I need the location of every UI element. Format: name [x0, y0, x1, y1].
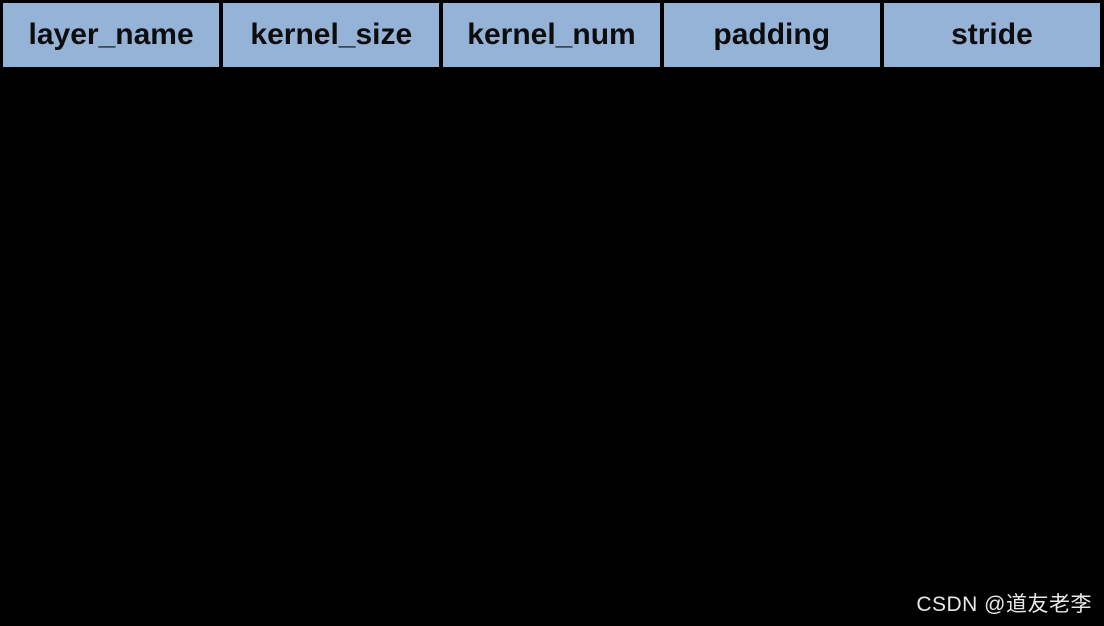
table-header-row: layer_name kernel_size kernel_num paddin… — [3, 3, 1101, 67]
header-cell-kernel-size: kernel_size — [223, 3, 440, 67]
header-cell-kernel-num: kernel_num — [443, 3, 660, 67]
header-cell-padding: padding — [663, 3, 880, 67]
csdn-watermark: CSDN @道友老李 — [916, 593, 1092, 616]
header-cell-layer-name: layer_name — [3, 3, 220, 67]
header-cell-stride: stride — [883, 3, 1101, 67]
table-body-empty — [3, 71, 1100, 611]
